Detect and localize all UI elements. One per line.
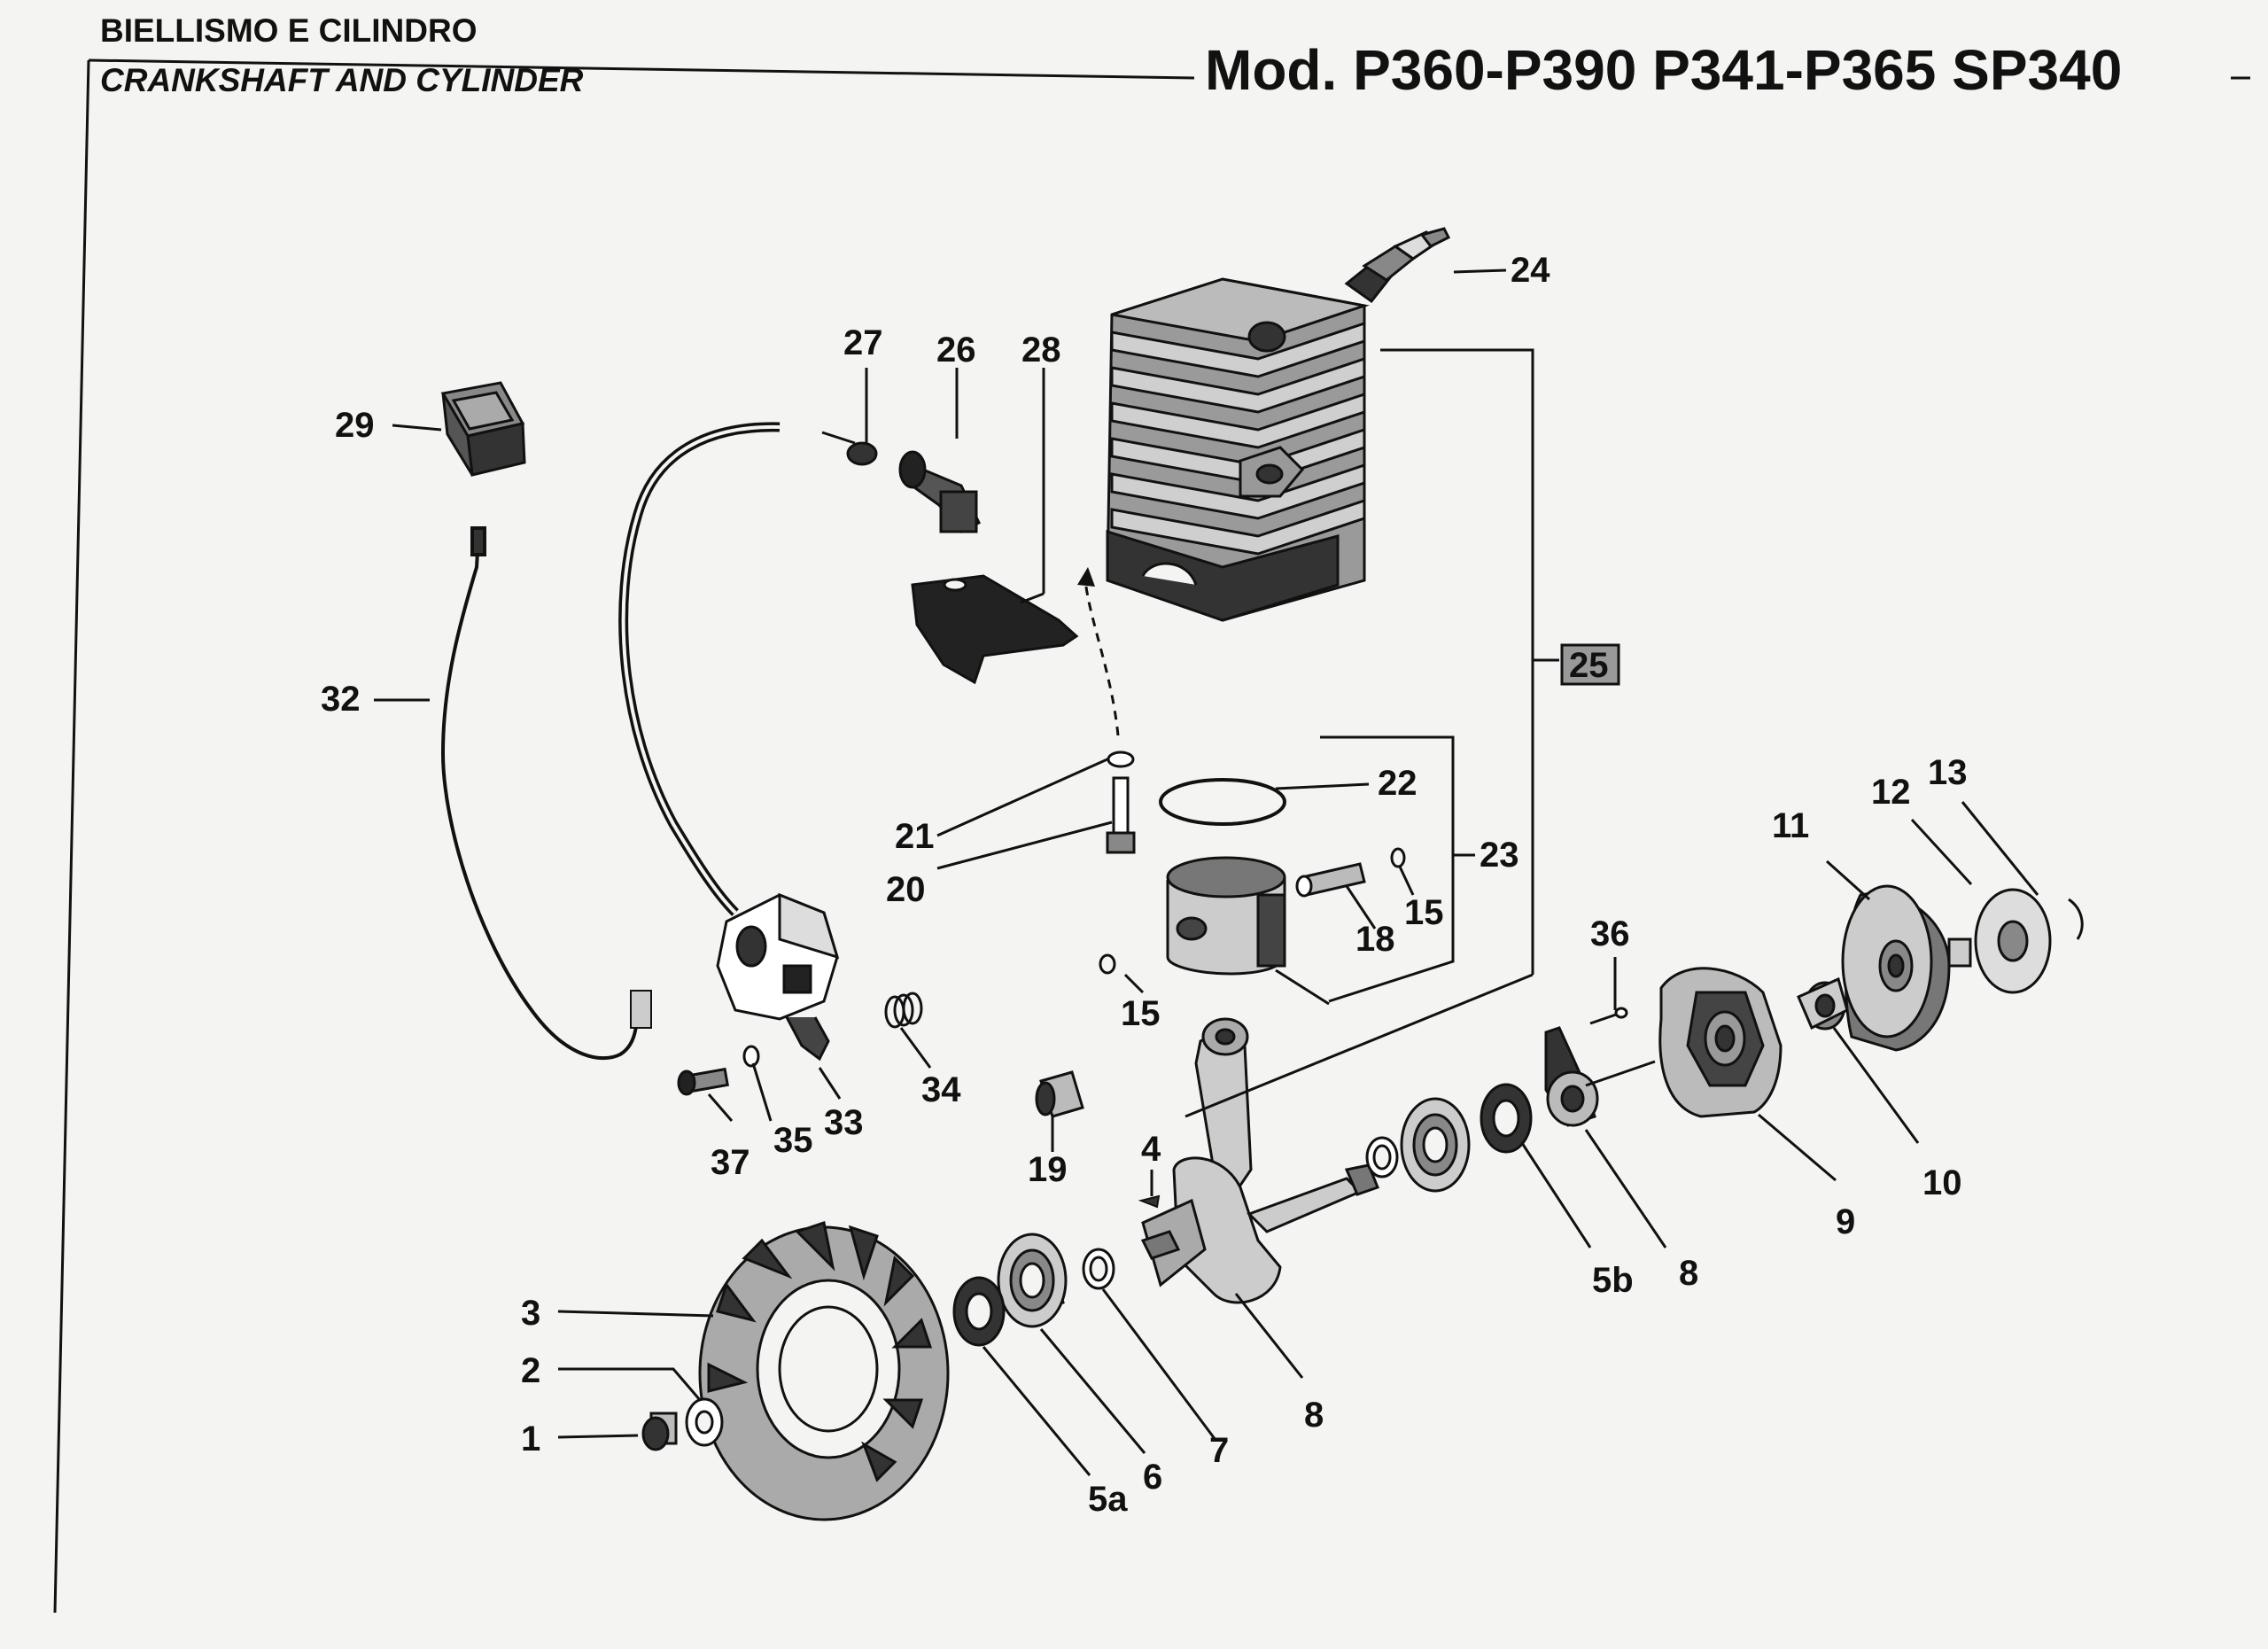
callout-20: 20 (886, 870, 926, 909)
piston-pin-part (1295, 847, 1406, 898)
callout-11: 10 (1922, 1163, 1962, 1202)
section-title-italian: BIELLISMO E CILINDRO (100, 12, 478, 49)
callout-labels: 24 27 26 28 29 32 25 22 21 23 20 15 18 3… (321, 251, 1968, 1519)
clutch-drum-part (1841, 884, 1972, 1052)
clutch-part (1658, 967, 1783, 1118)
callout-5a: 5a (1088, 1480, 1128, 1519)
flywheel-part (698, 1221, 950, 1521)
callout-seven: 7 (1209, 1431, 1229, 1470)
woodruff-key-part (1138, 1194, 1161, 1209)
leader-lines (374, 268, 2039, 1476)
bolt-part (1106, 751, 1136, 854)
callout-32: 32 (321, 680, 361, 719)
callout-6: 6 (1143, 1458, 1162, 1497)
intake-parts (821, 431, 1079, 685)
callout-5b: 5b (1592, 1261, 1634, 1300)
flywheel-nut-part (641, 1397, 724, 1451)
spring-part (884, 992, 923, 1029)
callout-22: 22 (1378, 764, 1418, 803)
cylinder-part (1106, 277, 1370, 622)
spark-plug-part (1344, 227, 1451, 304)
callout-18: 18 (1355, 920, 1395, 959)
ignition-cable (618, 422, 781, 916)
callout-35: 35 (773, 1121, 813, 1160)
header-rule (88, 58, 1195, 80)
callout-34: 34 (921, 1070, 961, 1109)
ignition-coil-part (716, 892, 840, 1062)
callout-36: 37 (711, 1143, 750, 1182)
callout-4: 4 (1141, 1130, 1161, 1169)
callout-2: 2 (521, 1351, 540, 1390)
switch-part (440, 381, 526, 477)
clutch-bearing-part (1797, 976, 1849, 1031)
callout-15-right: 15 (1404, 893, 1444, 932)
wire-part (440, 526, 652, 1061)
callout-26: 26 (936, 331, 976, 369)
callout-25: 24 (1511, 251, 1550, 290)
callout-27: 27 (843, 323, 883, 362)
callout-24-box (1560, 643, 1620, 686)
callout-19: 19 (1028, 1150, 1068, 1189)
callout-37: 36 (1590, 914, 1630, 953)
needle-bearing-part (1035, 1070, 1084, 1118)
callout-24: 25 (1569, 646, 1609, 685)
piston-ring-part (1159, 778, 1286, 826)
left-bearing-set (952, 1233, 1115, 1347)
model-heading: Mod. P360-P390 P341-P365 SP340 (1205, 38, 2123, 102)
screw-part (677, 1045, 760, 1096)
callout-1: 1 (521, 1420, 540, 1458)
piston-part (1099, 856, 1286, 976)
callout-13: 12 (1871, 773, 1911, 812)
callout-28: 28 (1021, 331, 1061, 369)
callout-10: 9 (1836, 1202, 1855, 1241)
crankshaft-part (1140, 1017, 1379, 1304)
callout-eight: 8 (1304, 1396, 1324, 1435)
callout-23: 23 (1480, 836, 1519, 875)
page-left-border (53, 59, 90, 1614)
callout-21: 21 (895, 817, 935, 856)
callout-12: 11 (1772, 806, 1809, 845)
callout-33: 33 (824, 1103, 864, 1142)
callout-15-left: 15 (1121, 994, 1161, 1033)
assembly-arrow (1084, 579, 1120, 736)
callout-14: 13 (1928, 753, 1968, 792)
callout-3: 3 (521, 1294, 540, 1333)
callout-29: 29 (335, 406, 375, 445)
right-bearing-set (1365, 1083, 1533, 1193)
drum-washer-part (1974, 888, 2084, 994)
callout-9: 8 (1679, 1254, 1698, 1293)
clutch-plate-part (1544, 1007, 1628, 1127)
